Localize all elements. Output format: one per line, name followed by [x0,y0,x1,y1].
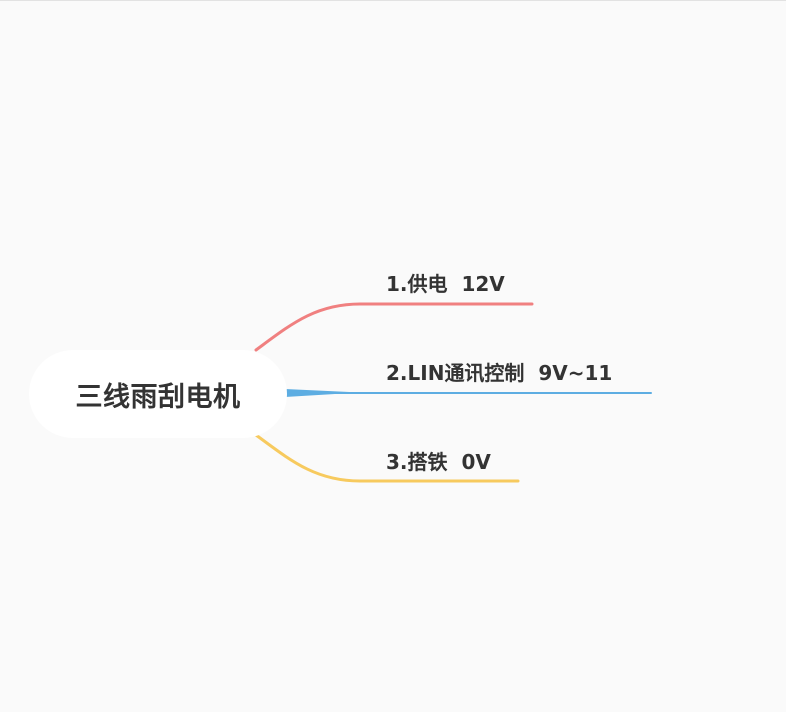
branch-connector-1 [254,302,534,352]
branch-topic-1[interactable]: 1.供电 12V [386,272,505,296]
branch-connector-2-taper [285,389,360,397]
branch-topic-3[interactable]: 3.搭铁 0V [386,450,491,474]
root-topic-label: 三线雨刮电机 [75,381,241,413]
branch-topic-2[interactable]: 2.LIN通讯控制 9V~11 [386,361,613,385]
branch-connector-3 [254,433,520,483]
root-topic[interactable]: 三线雨刮电机 [29,350,287,438]
top-border [0,0,786,1]
